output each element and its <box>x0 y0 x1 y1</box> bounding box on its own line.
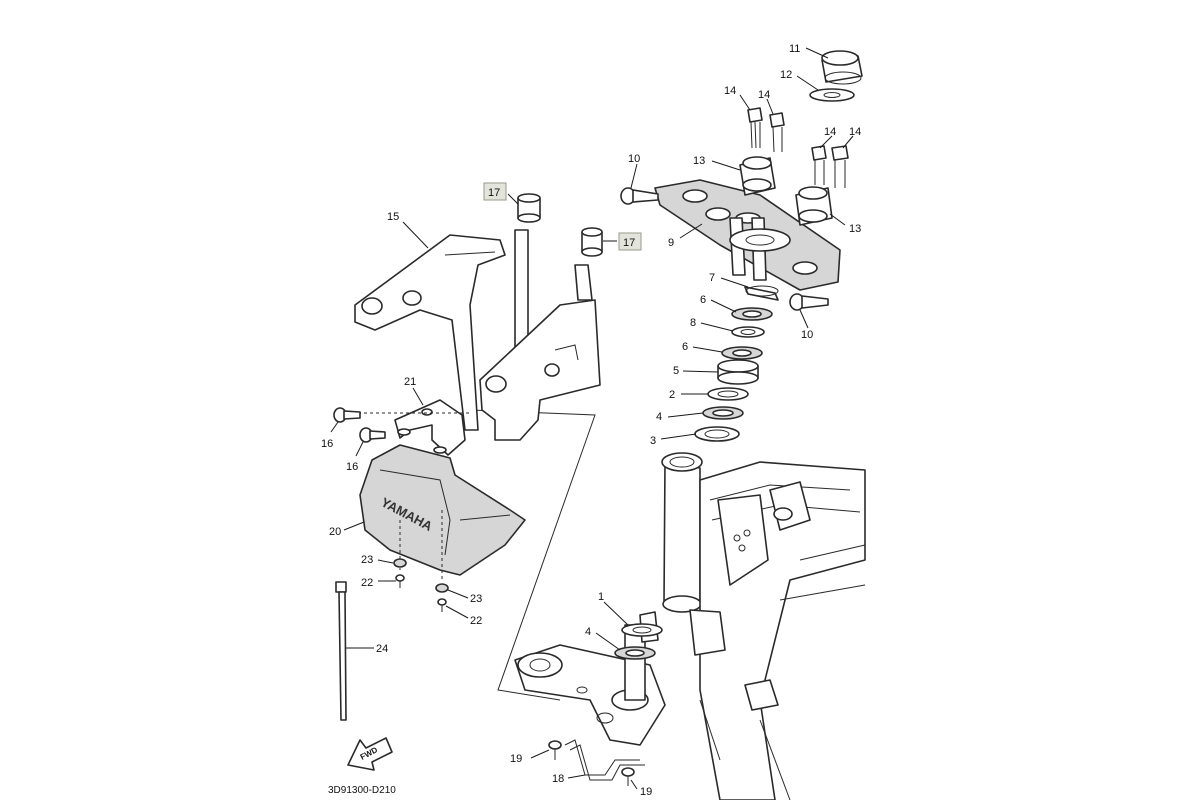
screw-22-a <box>395 574 405 588</box>
hose-holder-part-18 <box>564 739 645 781</box>
bolt-14-c <box>811 145 827 185</box>
collar-17-right <box>581 227 603 257</box>
race-part-3 <box>694 426 740 442</box>
callout-10-upper: 10 <box>628 153 640 165</box>
callout-17-left: 17 <box>483 182 507 201</box>
callout-14-a: 14 <box>724 85 736 97</box>
screw-19-left <box>548 740 562 760</box>
forward-direction-arrow: FWD <box>347 737 393 771</box>
callout-1: 1 <box>598 591 604 603</box>
lock-washer-part-7 <box>744 285 779 301</box>
handlebar-holder-13-right <box>795 186 833 226</box>
callout-3: 3 <box>650 435 656 447</box>
callout-4-upper: 4 <box>656 411 662 423</box>
washer-23-b <box>435 583 449 593</box>
callout-22-a: 22 <box>361 577 373 589</box>
callout-4-lower: 4 <box>585 626 591 638</box>
callout-labels: 11 12 14 14 14 14 10 13 13 9 7 6 10 8 6 … <box>321 43 861 798</box>
callout-14-c: 14 <box>824 126 836 138</box>
ball-bearing-part-4-upper <box>702 406 744 420</box>
pinch-bolt-10-lower <box>789 293 829 311</box>
bolt-14-a <box>747 107 763 149</box>
callout-20: 20 <box>329 526 341 538</box>
under-bracket-steering-stem <box>514 611 666 746</box>
callout-8: 8 <box>690 317 696 329</box>
ring-nut-part-6-lower <box>721 346 763 360</box>
washer-23-a <box>393 558 407 568</box>
callout-17-right-text: 17 <box>623 237 635 249</box>
washer-part-12 <box>809 88 855 102</box>
callout-21: 21 <box>404 376 416 388</box>
callout-10-lower: 10 <box>801 329 813 341</box>
callout-24: 24 <box>376 643 388 655</box>
callout-2: 2 <box>669 389 675 401</box>
callout-9: 9 <box>668 237 674 249</box>
headlight-stay-part-15 <box>354 229 601 441</box>
cover-part-5 <box>717 359 759 385</box>
screw-22-b <box>437 598 447 612</box>
callout-17-right: 17 <box>618 232 642 251</box>
callout-13-right: 13 <box>849 223 861 235</box>
callout-19-right: 19 <box>640 786 652 798</box>
cable-tie-part-24 <box>335 581 347 721</box>
bolt-16-a <box>333 407 361 423</box>
pinch-bolt-10-upper <box>620 187 659 205</box>
race-part-2 <box>707 387 749 401</box>
callout-16-a: 16 <box>321 438 333 450</box>
callout-12: 12 <box>780 69 792 81</box>
handlebar-holder-13-left <box>739 156 776 196</box>
callout-23-b: 23 <box>470 593 482 605</box>
callout-22-b: 22 <box>470 615 482 627</box>
callout-7: 7 <box>709 272 715 284</box>
callout-19-left: 19 <box>510 753 522 765</box>
callout-11: 11 <box>789 43 800 55</box>
callout-18: 18 <box>552 773 564 785</box>
callout-6-lower: 6 <box>682 341 688 353</box>
collar-17-left <box>517 193 541 223</box>
callout-6-upper: 6 <box>700 294 706 306</box>
callout-14-d: 14 <box>849 126 861 138</box>
frame-head-pipe <box>661 452 866 800</box>
bolt-14-b <box>769 112 785 153</box>
upper-bracket-part-9 <box>654 179 841 291</box>
diagram-code: 3D91300-D210 <box>328 785 396 796</box>
callout-17-left-text: 17 <box>488 187 500 199</box>
bolt-16-b <box>359 427 386 443</box>
screw-19-right <box>621 767 635 786</box>
callout-15: 15 <box>387 211 399 223</box>
bracket-part-21 <box>394 399 466 456</box>
callout-16-b: 16 <box>346 461 358 473</box>
bolt-14-d <box>831 145 849 188</box>
ring-nut-part-6-upper <box>731 307 773 321</box>
callout-14-b: 14 <box>758 89 770 101</box>
ball-bearing-part-4-lower <box>614 646 656 660</box>
callout-13-left: 13 <box>693 155 705 167</box>
rubber-washer-part-8 <box>731 326 765 338</box>
leader-lines <box>330 47 854 790</box>
race-part-1-lower <box>621 623 663 637</box>
steering-nut-part-11 <box>821 50 863 85</box>
callout-23-a: 23 <box>361 554 373 566</box>
callout-5: 5 <box>673 365 679 377</box>
